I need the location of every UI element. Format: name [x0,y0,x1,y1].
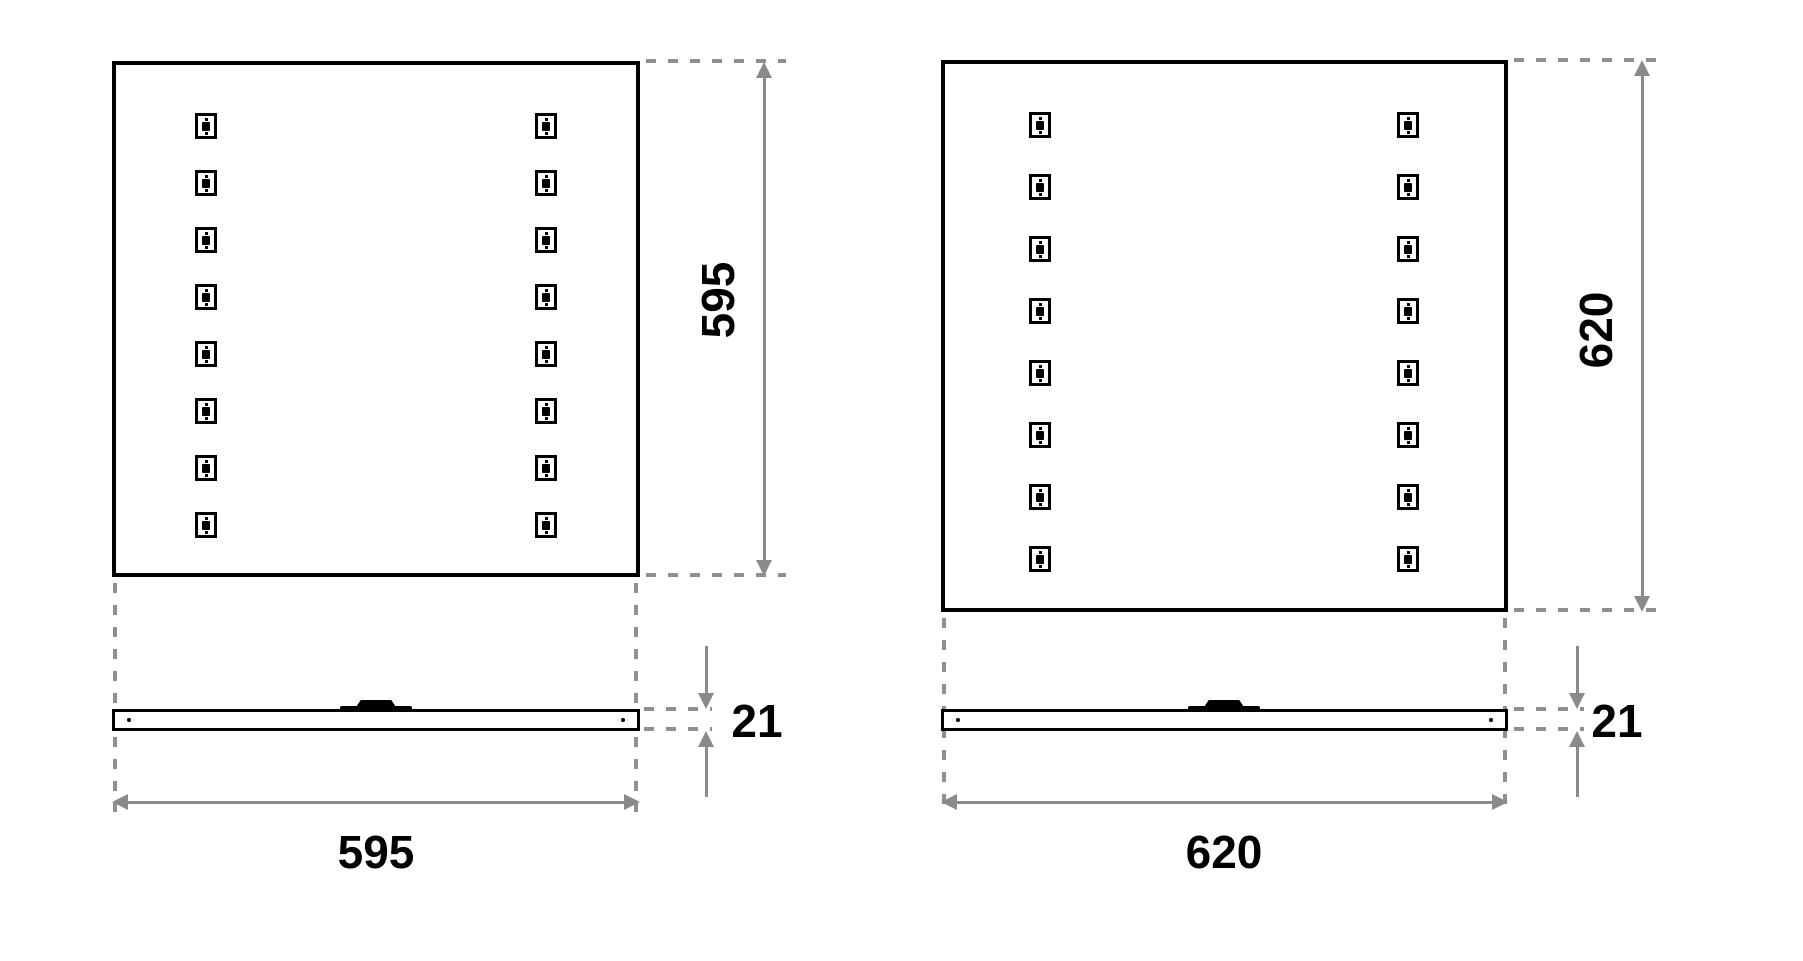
panel-side-view [941,709,1508,731]
mounting-clip-icon [535,455,557,481]
thickness-arrow-tail-bottom [1576,745,1579,797]
mounting-clip-icon [1397,236,1419,262]
width-dimension-line [957,801,1492,804]
height-dimension-label: 620 [1570,291,1622,369]
arrow-up-icon [756,62,772,78]
side-view-bracket-cap [356,700,396,707]
side-view-bracket-base [1188,706,1260,710]
mounting-clip-icon [1029,360,1051,386]
thickness-extension-bottom [1514,727,1584,731]
panel-side-view [112,709,640,731]
mounting-clip-icon [535,170,557,196]
thickness-dimension-label: 21 [731,695,783,747]
arrow-up-icon [1569,731,1585,747]
mounting-clip-icon [195,341,217,367]
thickness-arrow-tail-top [1576,646,1579,696]
mounting-clip-icon [195,398,217,424]
mounting-clip-icon [1029,298,1051,324]
height-dimension-line [763,78,766,560]
screw-dot-icon [1489,718,1493,722]
mounting-clip-icon [1397,422,1419,448]
arrow-up-icon [1634,60,1650,76]
mounting-clip-icon [535,398,557,424]
arrow-down-icon [698,693,714,709]
thickness-extension-top [644,707,712,711]
mounting-clip-icon [1397,546,1419,572]
mounting-clip-icon [1397,298,1419,324]
arrow-left-icon [941,794,957,810]
side-view-bracket-cap [1204,700,1244,707]
mounting-clip-icon [1397,360,1419,386]
arrow-down-icon [1634,596,1650,612]
mounting-clip-icon [195,512,217,538]
arrow-up-icon [698,731,714,747]
mounting-clip-icon [195,455,217,481]
mounting-clip-icon [535,227,557,253]
extension-line-bottom [646,573,786,577]
arrow-right-icon [624,794,640,810]
arrow-right-icon [1492,794,1508,810]
arrow-down-icon [1569,693,1585,709]
width-dimension-line [128,801,624,804]
arrow-left-icon [112,794,128,810]
width-dimension-label: 595 [337,826,415,878]
mounting-clip-icon [195,170,217,196]
thickness-extension-bottom [644,727,712,731]
arrow-down-icon [756,560,772,576]
width-dimension-label: 620 [1185,826,1263,878]
thickness-extension-top [1514,707,1584,711]
height-dimension-line [1641,76,1644,596]
mounting-clip-icon [195,227,217,253]
mounting-clip-icon [1397,484,1419,510]
mounting-clip-icon [1029,422,1051,448]
side-view-bracket-base [340,706,412,710]
mounting-clip-icon [1029,546,1051,572]
mounting-clip-icon [1397,112,1419,138]
mounting-clip-icon [1029,174,1051,200]
thickness-arrow-tail-bottom [705,745,708,797]
mounting-clip-icon [535,512,557,538]
panel-front-view [941,60,1508,612]
mounting-clip-icon [1397,174,1419,200]
mounting-clip-icon [195,284,217,310]
thickness-dimension-label: 21 [1591,695,1643,747]
screw-dot-icon [621,718,625,722]
mounting-clip-icon [1029,112,1051,138]
screw-dot-icon [956,718,960,722]
screw-dot-icon [127,718,131,722]
mounting-clip-icon [535,113,557,139]
mounting-clip-icon [1029,484,1051,510]
extension-line-top [646,59,786,63]
mounting-clip-icon [535,341,557,367]
mounting-clip-icon [535,284,557,310]
extension-line-bottom [1514,608,1660,612]
extension-line-top [1514,58,1660,62]
projection-line-right [634,583,638,812]
panel-front-view [112,61,640,577]
mounting-clip-icon [1029,236,1051,262]
mounting-clip-icon [195,113,217,139]
thickness-arrow-tail-top [705,646,708,696]
projection-line-left [113,583,117,812]
